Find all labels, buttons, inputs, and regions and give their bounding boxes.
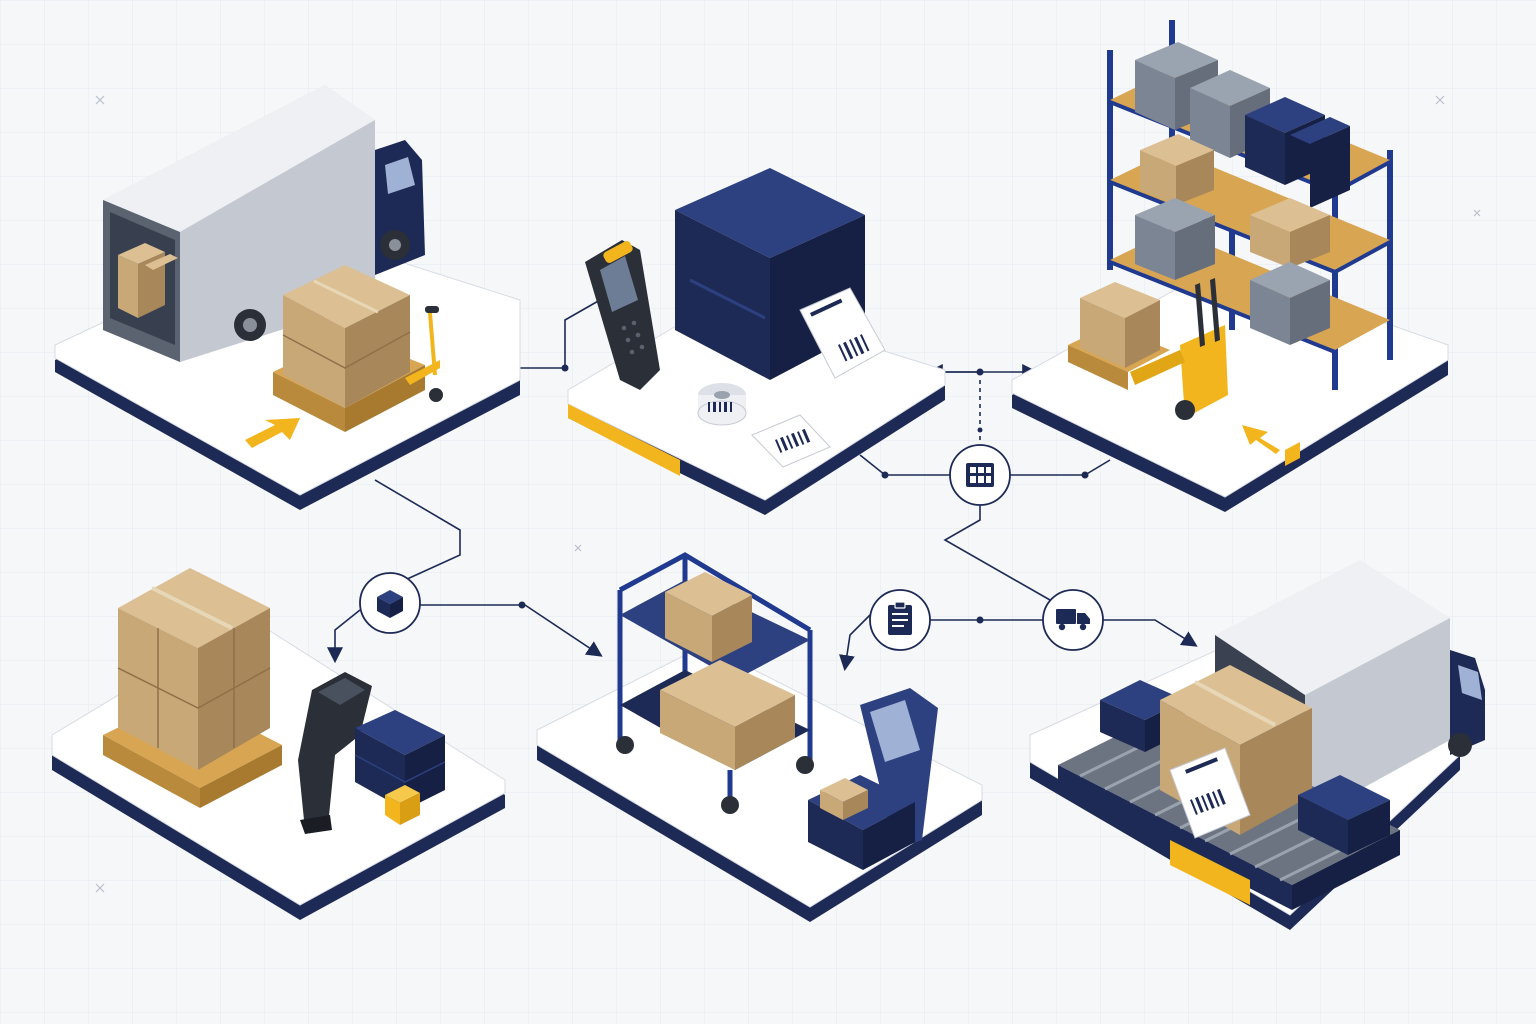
node-package[interactable] — [359, 572, 421, 634]
connector-lines — [327, 299, 1198, 672]
label-roll-icon — [697, 383, 747, 426]
pallet-jack-icon — [405, 306, 443, 402]
clipboard-icon — [888, 601, 912, 635]
station-shipping[interactable] — [1029, 560, 1485, 930]
pallet-rack-icon — [1107, 20, 1393, 390]
station-storage[interactable] — [1011, 20, 1449, 512]
node-delivery[interactable] — [1042, 589, 1104, 651]
pallet-jack-icon — [1130, 278, 1228, 420]
warehouse-grid-icon — [966, 463, 994, 487]
box-stack-icon — [118, 243, 178, 318]
station-picking[interactable] — [536, 552, 983, 922]
direction-arrow-icon — [1242, 425, 1280, 454]
station-receiving[interactable] — [54, 85, 521, 510]
pallet-load — [1068, 282, 1170, 390]
delivery-truck-icon — [1056, 609, 1090, 631]
decor-marks — [95, 95, 1481, 893]
shipping-label-icon — [1169, 747, 1251, 839]
package-icon — [377, 590, 403, 618]
pallet-load — [273, 265, 425, 432]
handheld-scanner-icon — [585, 240, 660, 390]
station-scanning[interactable] — [51, 568, 506, 920]
barcode-label-icon — [751, 414, 831, 468]
scan-kiosk-icon — [808, 688, 938, 870]
station-labeling[interactable] — [567, 168, 946, 515]
direction-arrow-icon — [245, 418, 300, 448]
box-stack-icon — [1135, 42, 1350, 345]
box-stack-icon — [103, 568, 282, 808]
tote-stack-icon — [354, 710, 446, 825]
connector-dots — [518, 364, 1089, 624]
label-printer-icon — [675, 168, 886, 380]
picking-cart-icon — [616, 552, 814, 814]
barcode-scanner-icon — [298, 672, 372, 834]
node-warehouse-hub[interactable] — [949, 444, 1011, 506]
node-checklist[interactable] — [869, 589, 931, 651]
